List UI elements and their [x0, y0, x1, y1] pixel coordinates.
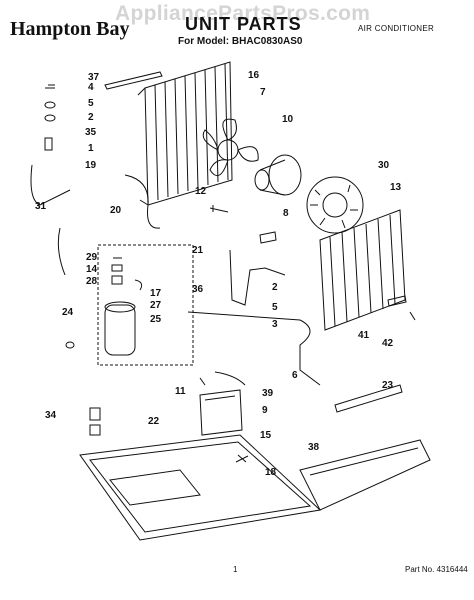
part-4-sensor — [45, 84, 55, 89]
part-16-condenser-coil — [137, 61, 233, 206]
callout-16: 16 — [248, 70, 260, 81]
part-2-grommet — [44, 114, 56, 122]
part-17-clip — [134, 279, 143, 291]
callout-25: 25 — [150, 314, 162, 325]
part-22-grommet — [89, 424, 101, 436]
callout-2: 2 — [88, 112, 94, 123]
part-24-grommet — [65, 341, 75, 349]
callout-23: 23 — [382, 380, 394, 391]
product-category: AIR CONDITIONER — [358, 24, 435, 33]
callout-6: 6 — [292, 370, 298, 381]
callout-31: 31 — [35, 201, 47, 212]
callout-38: 38 — [308, 442, 320, 453]
part-14-terminal-cover — [111, 264, 123, 272]
callout-11: 11 — [175, 386, 186, 397]
part-19-tube — [30, 164, 71, 206]
callout-1: 1 — [88, 143, 94, 154]
part-36-tube — [229, 249, 286, 306]
part-12-screw — [209, 205, 229, 213]
callout-8: 8 — [283, 208, 289, 219]
callout-41: 41 — [358, 330, 370, 341]
callout-29: 29 — [86, 252, 98, 263]
callout-10: 10 — [282, 114, 294, 125]
callout-37: 37 — [88, 72, 100, 83]
callout-34: 34 — [45, 410, 57, 421]
callout-labels: 37 16 4 5 7 2 35 1 19 10 30 13 12 8 20 3… — [35, 70, 402, 478]
callout-15: 15 — [260, 430, 272, 441]
brand-logo: Hampton Bay — [10, 18, 130, 40]
part-35-tube — [44, 137, 53, 151]
part-34-grommet — [89, 407, 101, 421]
part-28-overload — [111, 275, 123, 285]
part-30-blower-wheel — [306, 176, 364, 234]
callout-30: 30 — [378, 160, 390, 171]
callout-3: 3 — [272, 319, 278, 330]
part-5-grommet — [44, 101, 56, 109]
part-23-panel — [334, 384, 403, 413]
part-39-harness — [214, 371, 246, 386]
callout-24: 24 — [62, 307, 74, 318]
callout-5b: 5 — [272, 302, 278, 313]
part-6-tubing — [187, 311, 321, 386]
page-title: UNIT PARTS — [185, 14, 302, 34]
callout-12: 12 — [195, 186, 207, 197]
callout-42: 42 — [382, 338, 394, 349]
watermark-text: AppliancePartsPros.com — [115, 2, 371, 25]
part-9-motor-mount — [199, 389, 243, 436]
part-11-screw — [199, 377, 206, 386]
callout-14: 14 — [86, 264, 98, 275]
part-18-base-pan — [79, 434, 322, 541]
callout-2b: 2 — [272, 282, 278, 293]
part-25-compressor — [104, 301, 136, 356]
part-31-wire — [57, 227, 66, 276]
part-41-bracket — [387, 295, 407, 307]
compressor-group-box — [97, 244, 194, 366]
callout-18: 18 — [265, 467, 277, 478]
part-42-screw — [409, 311, 416, 321]
document-part-number: Part No. 4316444 — [405, 565, 468, 574]
part-15-screw — [235, 454, 249, 463]
part-7-fan-blade — [202, 118, 259, 177]
callout-9: 9 — [262, 405, 268, 416]
callout-21: 21 — [192, 245, 204, 256]
part-8-capacitor — [259, 231, 277, 244]
page-number: 1 — [233, 565, 238, 574]
callout-36: 36 — [192, 284, 204, 295]
part-13-evaporator-coil — [319, 209, 406, 331]
callout-28: 28 — [86, 276, 98, 287]
callout-35: 35 — [85, 127, 97, 138]
part-38-drain-pan — [299, 439, 431, 511]
callout-19: 19 — [85, 160, 97, 171]
callout-27: 27 — [150, 300, 162, 311]
callout-22: 22 — [148, 416, 160, 427]
callout-13: 13 — [390, 182, 402, 193]
callout-5: 5 — [88, 98, 94, 109]
model-number: For Model: BHAC0830AS0 — [178, 36, 303, 47]
part-10-motor — [254, 154, 302, 196]
part-20-tube — [124, 174, 161, 229]
part-37-bracket — [104, 71, 163, 90]
callout-4: 4 — [88, 82, 94, 93]
callout-39: 39 — [262, 388, 274, 399]
callout-17: 17 — [150, 288, 162, 299]
callout-7: 7 — [260, 87, 266, 98]
callout-20: 20 — [110, 205, 122, 216]
